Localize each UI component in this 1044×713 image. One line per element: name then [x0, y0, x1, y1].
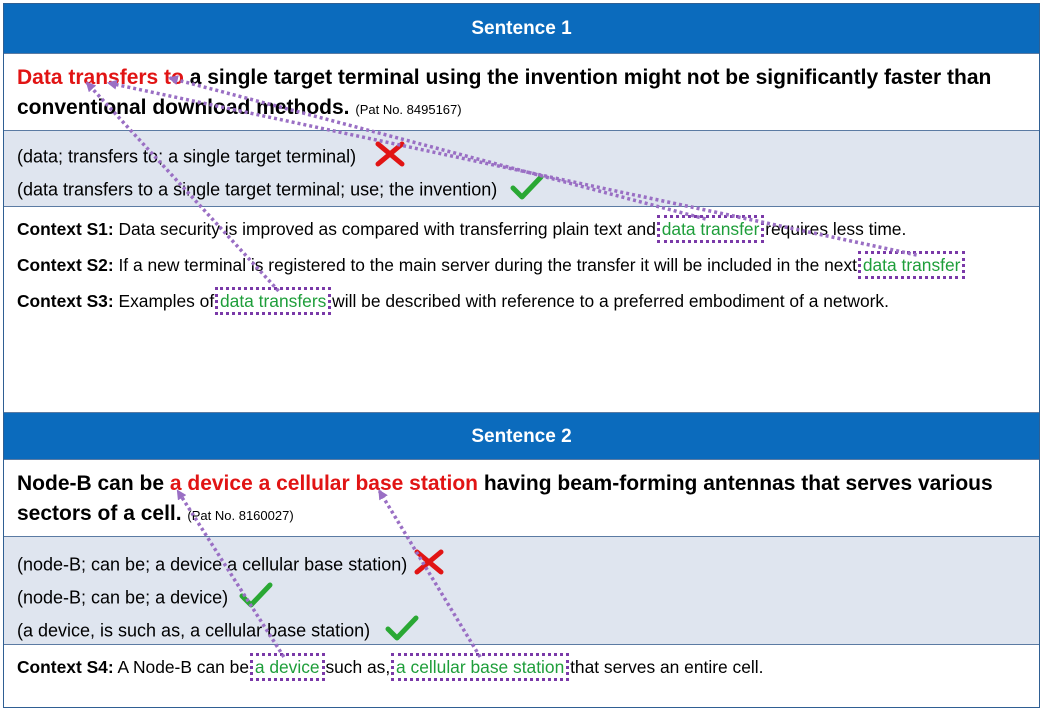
- cross-icon: [414, 549, 444, 582]
- triple: (node-B; can be; a device): [17, 582, 1026, 615]
- sentence2-header: Sentence 2: [4, 413, 1039, 460]
- check-icon: [510, 174, 544, 207]
- triple: (data transfers to a single target termi…: [17, 174, 1026, 207]
- triple: (a device, is such as, a cellular base s…: [17, 615, 1026, 648]
- sentence1-header: Sentence 1: [4, 4, 1039, 54]
- context-s1: Context S1: Data security is improved as…: [17, 215, 907, 243]
- boxed-term: a cellular base station: [391, 653, 570, 681]
- sentence2-text: Node-B can be a device a cellular base s…: [4, 460, 1039, 537]
- triple: (node-B; can be; a device a cellular bas…: [17, 549, 1026, 582]
- sentence1-text: Data transfers to a single target termin…: [4, 54, 1039, 131]
- boxed-term: data transfers: [214, 287, 332, 315]
- check-icon: [239, 582, 273, 615]
- sentence2-context: Context S4: A Node-B can be a device suc…: [4, 645, 1039, 707]
- boxed-term: data transfer: [857, 251, 966, 279]
- sentence1-contexts: Context S1: Data security is improved as…: [4, 207, 1039, 413]
- triple-text: (data transfers to a single target termi…: [17, 179, 498, 200]
- triple: (data; transfers to; a single target ter…: [17, 141, 1026, 174]
- triple-text: (data; transfers to; a single target ter…: [17, 146, 357, 167]
- triple-text: (node-B; can be; a device): [17, 587, 229, 608]
- sentence1-highlight: Data transfers to: [17, 66, 184, 89]
- sentence1-patent: (Pat No. 8495167): [355, 102, 462, 117]
- figure-panel: Sentence 1 Data transfers to a single ta…: [3, 3, 1040, 708]
- context-s3: Context S3: Examples of data transfers w…: [17, 287, 889, 315]
- context-s2: Context S2: If a new terminal is registe…: [17, 251, 966, 279]
- boxed-term: a device: [249, 653, 325, 681]
- triple-text: (a device, is such as, a cellular base s…: [17, 620, 371, 641]
- check-icon: [385, 615, 419, 648]
- cross-icon: [375, 141, 405, 174]
- boxed-term: data transfer: [656, 215, 765, 243]
- sentence2-highlight: a device a cellular base station: [169, 472, 479, 495]
- sentence2-triples: (node-B; can be; a device a cellular bas…: [4, 537, 1039, 645]
- context-s4: Context S4: A Node-B can be a device suc…: [17, 653, 764, 681]
- sentence1-triples: (data; transfers to; a single target ter…: [4, 131, 1039, 207]
- triple-text: (node-B; can be; a device a cellular bas…: [17, 554, 408, 575]
- sentence2-patent: (Pat No. 8160027): [187, 508, 294, 523]
